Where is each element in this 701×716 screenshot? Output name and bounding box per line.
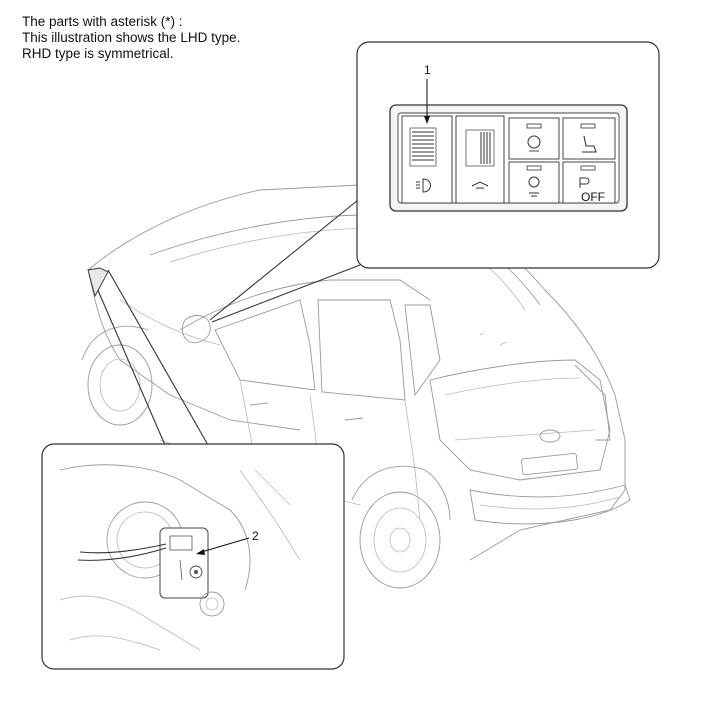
parking-assist-off-switch: OFF <box>562 161 616 204</box>
tpms-switch <box>508 161 560 204</box>
note-line-3: RHD type is symmetrical. <box>22 46 174 61</box>
switch-panel-leader-upper <box>209 199 359 321</box>
front-wheel <box>81 325 153 426</box>
headlamp-leveling-icon <box>416 178 431 193</box>
callout-2-leader <box>197 537 250 554</box>
parking-assist-off-label: OFF <box>581 190 605 204</box>
heated-seat-switch <box>562 117 616 160</box>
note-line-2: This illustration shows the LHD type. <box>22 30 241 45</box>
headlamp-leveling-switch <box>401 115 453 204</box>
esc-off-switch <box>508 117 560 160</box>
note-line-1: The parts with asterisk (*) : <box>22 14 183 29</box>
rear-wheel <box>351 465 451 589</box>
parking-assist-icon <box>579 177 590 188</box>
illustration-note: The parts with asterisk (*) : This illus… <box>22 14 240 62</box>
side-mirror <box>181 314 211 344</box>
detail-leader-right <box>107 269 209 446</box>
dimmer-icon <box>471 181 489 189</box>
callout-number-2: 2 <box>252 529 259 543</box>
tpms-icon <box>528 176 540 188</box>
detail-callout: 2 <box>41 443 345 670</box>
switch-panel-leader-lower <box>211 264 361 323</box>
callout-number-1: 1 <box>424 63 431 77</box>
quarter-window <box>404 304 441 397</box>
seat-icon <box>582 135 597 153</box>
headlamp-leveling-actuator <box>59 464 301 651</box>
rear-door-window <box>317 299 406 401</box>
illumination-dimmer-switch <box>455 115 505 204</box>
detail-leader-left <box>89 271 166 446</box>
esc-icon <box>527 135 541 149</box>
hood-outline <box>87 269 301 431</box>
windshield <box>179 279 431 331</box>
front-door-window <box>214 299 316 391</box>
switch-panel-callout: OFF 1 <box>356 41 660 269</box>
rear-hatch <box>429 359 611 481</box>
